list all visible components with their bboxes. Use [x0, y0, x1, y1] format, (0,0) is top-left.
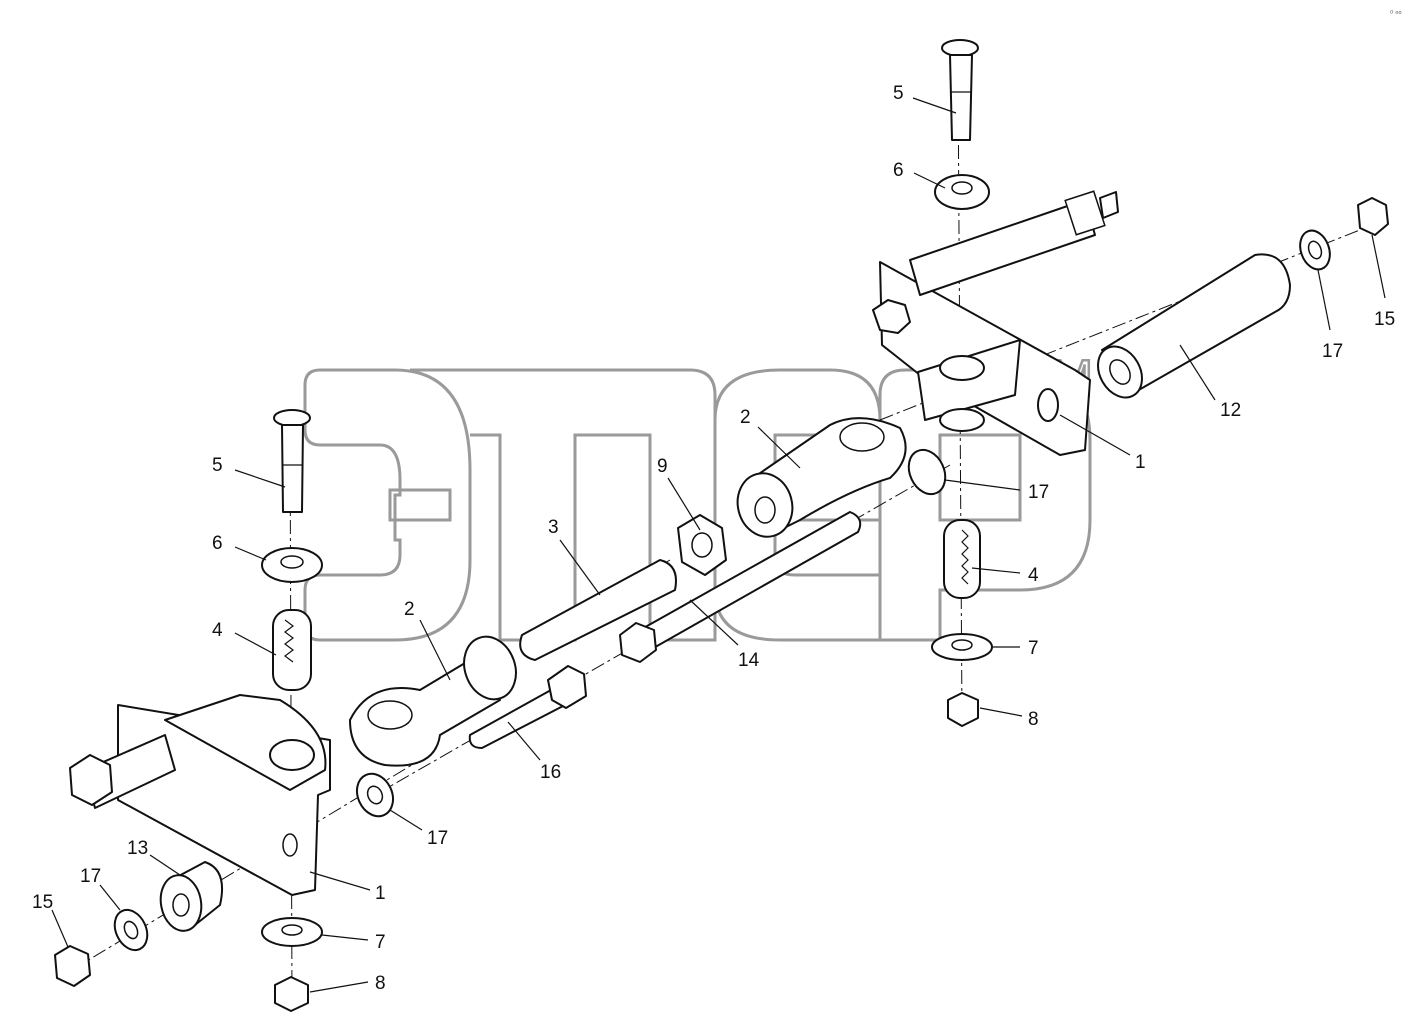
callout-7-right: 7 — [1028, 638, 1039, 659]
rod-end-2-lower — [349, 635, 517, 767]
callout-15-right: 15 — [1374, 309, 1395, 330]
callout-6-right: 6 — [893, 160, 904, 181]
washer-17-right-mid — [907, 448, 947, 496]
callout-2-lower: 2 — [404, 599, 415, 620]
bolt-14 — [619, 511, 862, 663]
callout-13: 13 — [127, 838, 148, 859]
callout-7-left: 7 — [375, 932, 386, 953]
callout-5-left: 5 — [212, 455, 223, 476]
callout-17-lower-mid: 17 — [427, 828, 448, 849]
callout-6-left: 6 — [212, 533, 223, 554]
washer-7-right — [931, 633, 993, 661]
nut-8-left — [274, 976, 309, 1012]
spring-pin-4-right — [943, 519, 981, 599]
callout-17-right-mid: 17 — [1028, 482, 1049, 503]
washer-7-left — [261, 917, 323, 947]
nut-8-right — [947, 692, 979, 727]
washer-17-left-hole — [123, 920, 139, 940]
bracket-left — [69, 694, 331, 896]
callout-3: 3 — [548, 517, 559, 538]
nut-15-right — [1357, 197, 1389, 236]
callout-12: 12 — [1220, 400, 1241, 421]
callout-14: 14 — [738, 650, 760, 671]
callout-16: 16 — [540, 762, 561, 783]
washer-6-left — [261, 547, 323, 583]
washer-17-right-top-hole — [1307, 240, 1323, 260]
callout-4-right: 4 — [1028, 565, 1039, 586]
callout-1-right: 1 — [1135, 452, 1146, 473]
callout-4-left: 4 — [212, 620, 223, 641]
rod-3 — [519, 559, 677, 661]
rod-end-2-upper — [736, 417, 907, 538]
callout-17-left: 17 — [80, 866, 101, 887]
washer-17-lower-mid-hole — [366, 785, 384, 805]
callout-17-right-top: 17 — [1322, 341, 1343, 362]
callout-9: 9 — [657, 456, 668, 477]
sleeve-12 — [1097, 253, 1291, 399]
bolt-5-right — [941, 39, 979, 141]
washer-6-right — [934, 174, 990, 210]
bolt-5-left — [273, 409, 311, 513]
callout-8-left: 8 — [375, 973, 386, 994]
nut-15-left — [54, 945, 91, 987]
corner-mark: ⁰ ᵒᵒ — [1390, 9, 1401, 18]
callout-8-right: 8 — [1028, 709, 1039, 730]
callout-labels: 5 6 17 15 12 1 17 4 7 8 2 9 3 14 5 6 4 2… — [32, 83, 1395, 994]
callout-5-right: 5 — [893, 83, 904, 104]
bolt-16 — [468, 665, 587, 749]
nut-9-hole — [691, 532, 713, 558]
sleeve-13 — [159, 861, 224, 932]
bracket-right — [872, 190, 1119, 456]
callout-15-left: 15 — [32, 892, 53, 913]
callout-2-upper: 2 — [740, 407, 751, 428]
leader-lines — [51, 97, 1386, 993]
callout-1-left: 1 — [375, 883, 386, 904]
spring-pin-4-left — [272, 609, 312, 691]
